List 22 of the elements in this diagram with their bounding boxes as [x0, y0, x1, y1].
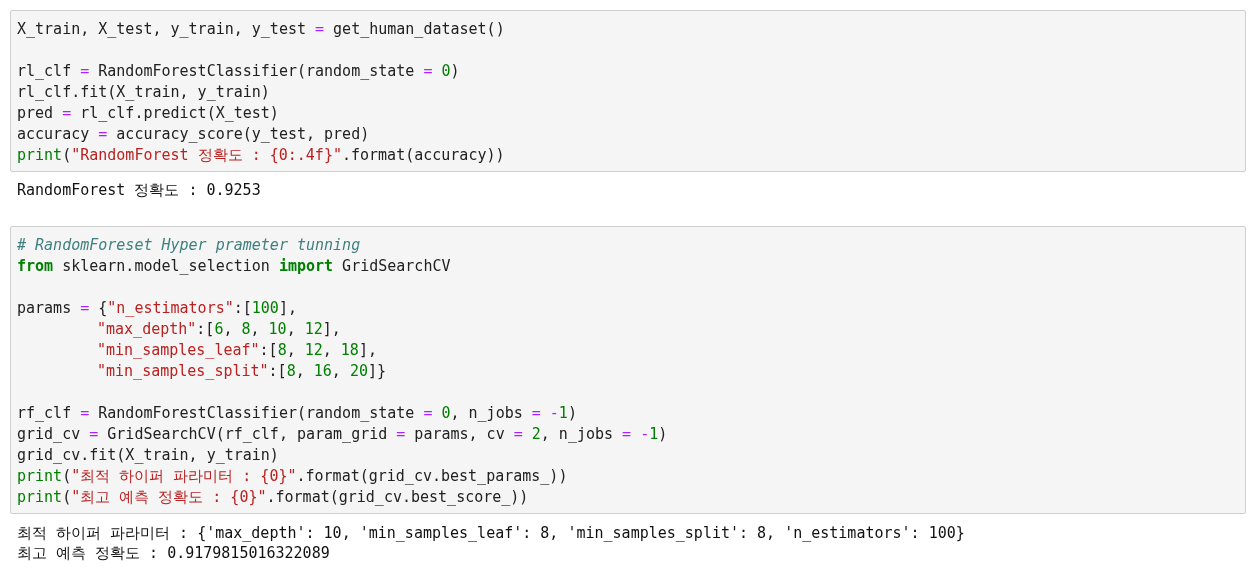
code-line: "max_depth":[6, 8, 10, 12],	[97, 319, 341, 339]
code-line: rl_clf = RandomForestClassifier(random_state = 0)	[17, 61, 460, 81]
code-line: # RandomForeset Hyper prameter tunning	[17, 235, 361, 255]
code-line: rf_clf = RandomForestClassifier(random_state = 0, n_jobs = -1)	[17, 403, 577, 423]
code-line: pred = rl_clf.predict(X_test)	[17, 103, 279, 123]
code-line: grid_cv = GridSearchCV(rf_clf, param_grid = params, cv = 2, n_jobs = -1)	[17, 424, 668, 444]
code-line: "min_samples_split":[8, 16, 20]}	[97, 361, 386, 381]
code-line: from sklearn.model_selection import GridSearchCV	[17, 256, 451, 276]
code-cell	[10, 226, 1246, 514]
output-text: 최적 하이퍼 파라미터 : {'max_depth': 10, 'min_samples_leaf': 8, 'min_samples_split': 8, 'n_estimators': 100}	[17, 523, 965, 543]
code-line: params = {"n_estimators":[100],	[17, 298, 297, 318]
code-line: grid_cv.fit(X_train, y_train)	[17, 445, 279, 465]
code-cell	[10, 10, 1246, 172]
code-line: accuracy = accuracy_score(y_test, pred)	[17, 124, 370, 144]
code-line: X_train, X_test, y_train, y_test = get_human_dataset()	[17, 19, 505, 39]
output-text: RandomForest 정확도 : 0.9253	[17, 180, 261, 200]
code-line: print("최적 하이퍼 파라미터 : {0}".format(grid_cv.best_params_))	[17, 466, 568, 486]
code-line: print("RandomForest 정확도 : {0:.4f}".format(accuracy))	[17, 145, 505, 165]
code-line: "min_samples_leaf":[8, 12, 18],	[97, 340, 377, 360]
code-line: print("최고 예측 정확도 : {0}".format(grid_cv.best_score_))	[17, 487, 529, 507]
code-line: rl_clf.fit(X_train, y_train)	[17, 82, 270, 102]
output-text: 최고 예측 정확도 : 0.9179815016322089	[17, 543, 330, 563]
